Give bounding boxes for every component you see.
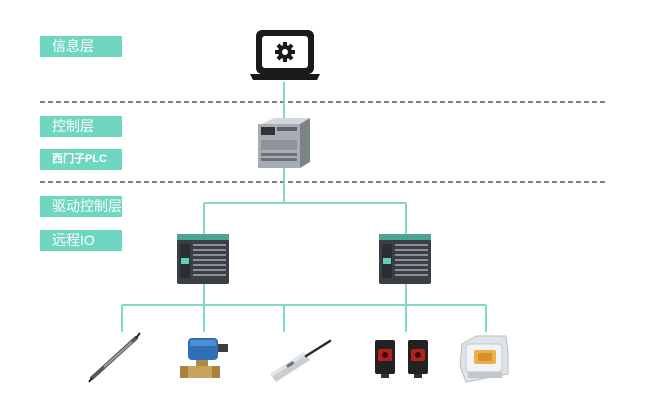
relay-icon	[459, 335, 509, 383]
plc-icon	[258, 118, 310, 168]
label-siemens-plc: 西门子PLC	[40, 149, 122, 170]
io-module-icon	[379, 234, 431, 284]
cylinder-sensor-icon	[270, 339, 332, 382]
connector-lines	[121, 82, 487, 332]
label-remote-io: 远程IO	[40, 230, 122, 251]
label-info-layer: 信息层	[40, 36, 122, 57]
sensor-probe-icon	[88, 332, 141, 383]
photoelectric-sensor-icon	[375, 340, 428, 378]
label-control-layer: 控制层	[40, 116, 122, 137]
label-drive-control-layer: 驱动控制层	[40, 196, 122, 217]
laptop-gear-icon	[250, 30, 320, 80]
io-module-icon	[177, 234, 229, 284]
valve-icon	[180, 338, 228, 378]
